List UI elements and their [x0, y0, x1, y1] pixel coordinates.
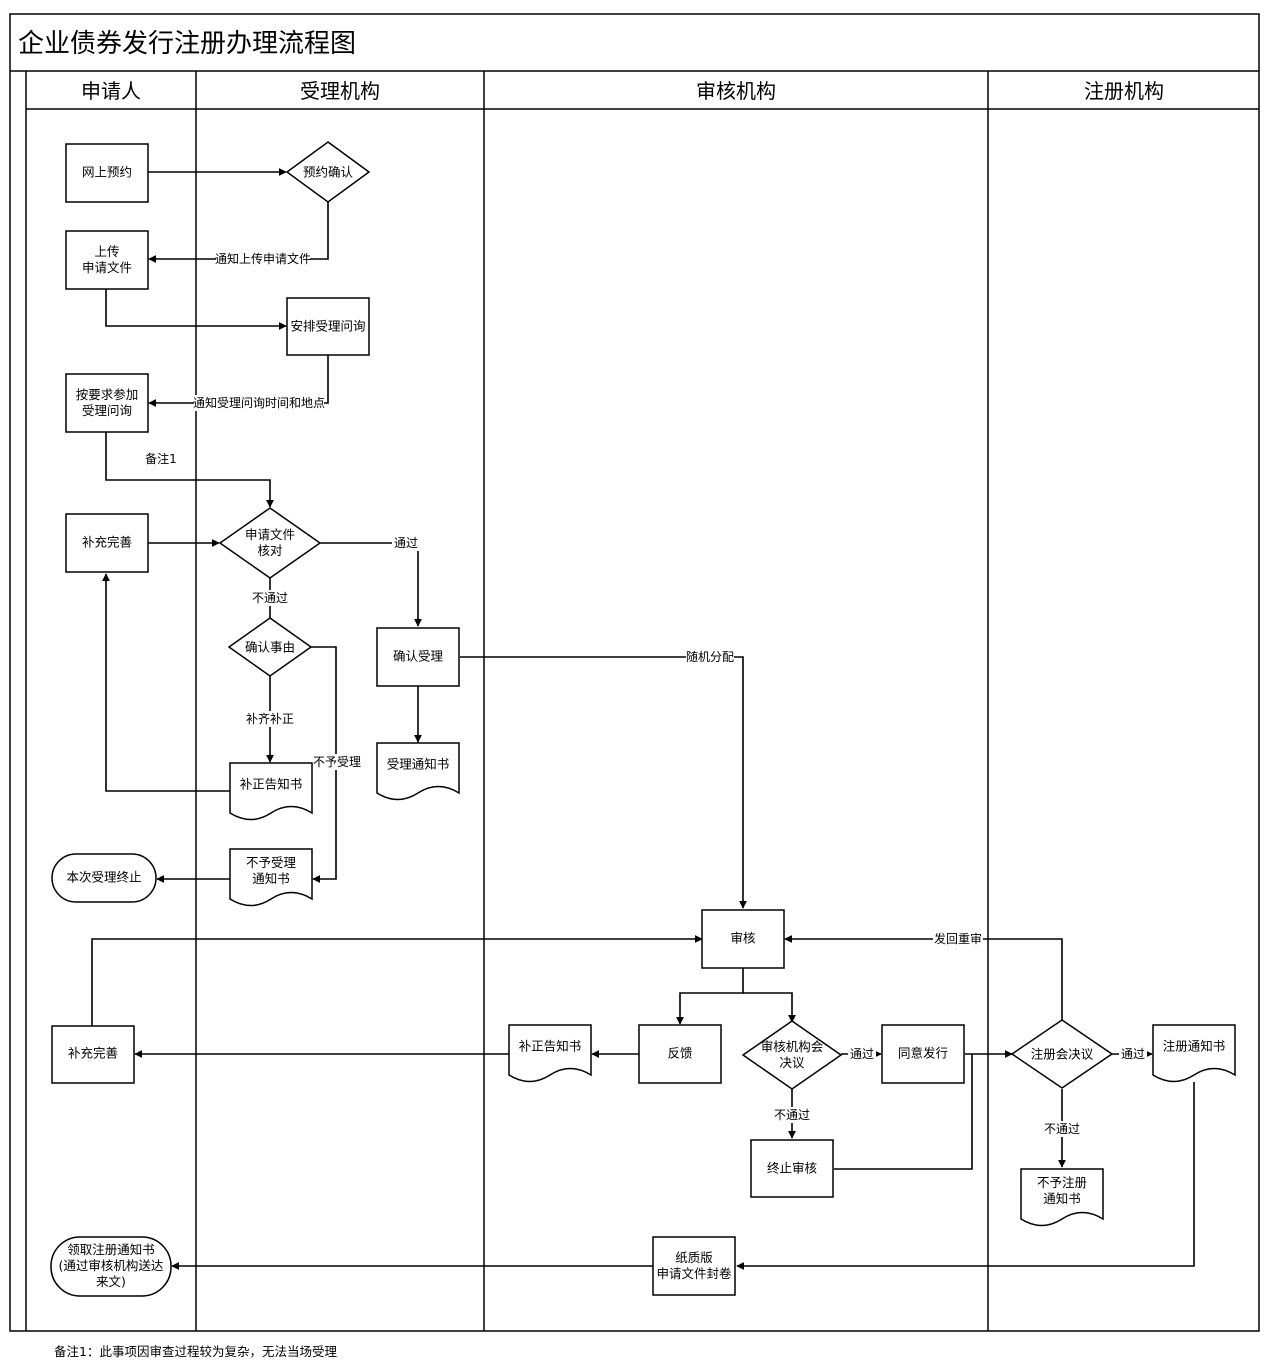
- edge-registration-resubmit: [784, 935, 1063, 1020]
- label-registration-fail: 不通过: [1044, 1122, 1080, 1136]
- node-no-registration-notice: [1020, 1168, 1104, 1227]
- edge-correction-to-supplement: [102, 573, 230, 792]
- page-title: 企业债券发行注册办理流程图: [18, 29, 356, 59]
- edge-review-to-feedback: [676, 968, 744, 1025]
- node-rejection-notice: [229, 848, 313, 907]
- node-supplement-1-label: 补充完善: [82, 535, 132, 550]
- node-registration-meeting-label: 注册会决议: [1031, 1047, 1094, 1062]
- node-review-meeting: [741, 1020, 843, 1090]
- node-paper-archive: [652, 1236, 736, 1296]
- node-agree-issue-label: 同意发行: [898, 1046, 948, 1061]
- edge-notice-to-archive: [736, 1082, 1195, 1270]
- node-upload-docs-label: 上传申请文件: [82, 244, 132, 275]
- node-rejection-notice-label: 不予受理通知书: [246, 855, 297, 886]
- node-online-booking-label: 网上预约: [82, 165, 132, 180]
- label-resubmit-review: 发回重审: [934, 931, 982, 946]
- node-registration-notice-label: 注册通知书: [1163, 1039, 1226, 1054]
- edge-review-to-meeting: [743, 992, 796, 1023]
- node-confirm-accept: [376, 627, 460, 687]
- node-doc-check-label: 申请文件核对: [245, 527, 295, 558]
- node-collect-notice: [50, 1236, 172, 1297]
- node-review-meeting-label: 审核机构会决议: [761, 1039, 824, 1070]
- lane-header-registration: 注册机构: [1084, 79, 1164, 103]
- edge-upload-to-arrange: [105, 289, 287, 330]
- nodes: 网上预约 上传申请文件 按要求参加受理问询 补充完善 本次受理终止 补充完善 领…: [50, 141, 1236, 1297]
- node-booking-confirm-label: 预约确认: [303, 165, 354, 180]
- node-agree-issue: [881, 1024, 965, 1084]
- node-confirm-reason: [227, 617, 313, 677]
- node-correction-notice-2: [508, 1024, 592, 1083]
- edge-terminate-merge: [834, 1054, 973, 1170]
- node-correction-notice-1: [229, 762, 313, 821]
- node-arrange-inquiry: [286, 297, 370, 356]
- label-registration-pass: 通过: [1121, 1047, 1145, 1061]
- lane-header-review: 审核机构: [696, 79, 776, 103]
- node-terminate-review-label: 终止审核: [767, 1161, 818, 1176]
- node-confirm-reason-label: 确认事由: [245, 640, 295, 655]
- edge-attend-to-check: [105, 432, 274, 508]
- node-online-booking: [65, 143, 149, 203]
- label-check-pass: 通过: [394, 536, 418, 550]
- node-registration-meeting: [1010, 1019, 1114, 1089]
- node-terminated-label: 本次受理终止: [66, 870, 141, 885]
- node-paper-archive-label: 纸质版申请文件封卷: [656, 1250, 732, 1281]
- node-feedback-label: 反馈: [667, 1046, 692, 1061]
- edge-labels: 通知上传申请文件 通知受理问询时间和地点 备注1 通过 不通过 补齐补正 不予受…: [145, 251, 1147, 1137]
- node-registration-notice: [1152, 1024, 1236, 1083]
- edge-confirm-to-upload: [148, 202, 329, 263]
- node-arrange-inquiry-label: 安排受理问询: [290, 319, 365, 334]
- node-collect-notice-label: 领取注册通知书(通过审核机构送达来文): [59, 1242, 164, 1289]
- node-correction-notice-2-label: 补正告知书: [519, 1039, 582, 1054]
- node-terminate-review: [750, 1139, 834, 1198]
- label-check-fail: 不通过: [252, 591, 288, 605]
- node-acceptance-notice-label: 受理通知书: [387, 757, 450, 772]
- node-terminated: [51, 853, 157, 903]
- lane-header-acceptance: 受理机构: [300, 79, 380, 103]
- node-confirm-accept-label: 确认受理: [393, 649, 444, 664]
- label-note1: 备注1: [145, 451, 177, 466]
- node-acceptance-notice: [376, 742, 460, 801]
- edge-supplement2-to-review: [91, 935, 703, 1026]
- node-supplement-2: [51, 1025, 135, 1084]
- edge-accept-to-review: [460, 656, 747, 909]
- node-attend-inquiry-label: 按要求参加受理问询: [76, 387, 139, 418]
- label-notify-upload: 通知上传申请文件: [215, 251, 311, 266]
- label-supplement-correct: 补齐补正: [246, 711, 294, 726]
- lane-header-applicant: 申请人: [81, 79, 141, 103]
- node-no-registration-notice-label: 不予注册通知书: [1037, 1175, 1087, 1206]
- node-supplement-2-label: 补充完善: [68, 1046, 118, 1061]
- footnote: 备注1：此事项因审查过程较为复杂，无法当场受理: [54, 1344, 337, 1359]
- node-attend-inquiry: [65, 373, 149, 433]
- node-supplement-1: [65, 513, 149, 573]
- node-upload-docs: [65, 230, 149, 290]
- label-meeting-pass: 通过: [850, 1047, 874, 1061]
- edge-check-pass: [320, 542, 422, 627]
- node-review-label: 审核: [730, 931, 756, 946]
- label-notify-inquiry: 通知受理问询时间和地点: [193, 396, 325, 410]
- node-correction-notice-1-label: 补正告知书: [240, 777, 303, 792]
- label-not-accept: 不予受理: [313, 755, 361, 769]
- node-booking-confirm: [285, 141, 371, 203]
- swimlane-frame: [9, 13, 1260, 1332]
- node-review: [701, 909, 785, 969]
- label-random-assign: 随机分配: [686, 649, 734, 664]
- node-feedback: [638, 1024, 722, 1084]
- node-doc-check: [218, 507, 322, 579]
- label-meeting-fail: 不通过: [774, 1108, 810, 1122]
